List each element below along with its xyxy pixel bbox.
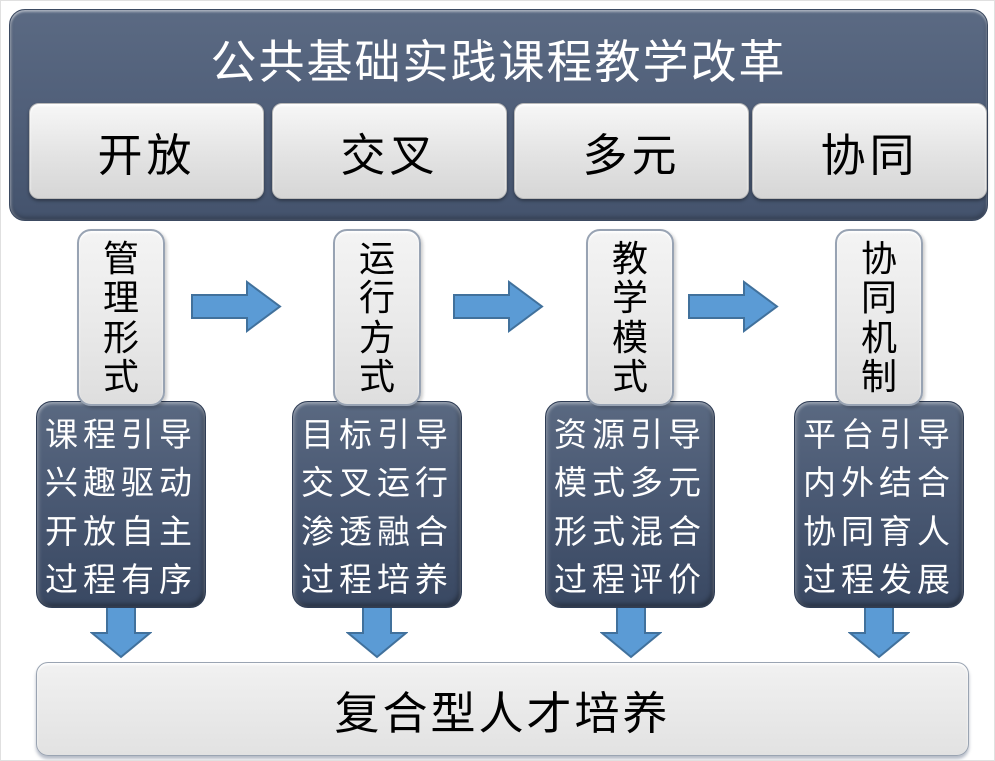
mode-box-collaboration-mechanism: 协同机制 bbox=[835, 229, 923, 406]
detail-text: 目标引导 交叉运行 渗透融合 过程培养 bbox=[301, 414, 453, 600]
detail-box-operation-mode: 目标引导 交叉运行 渗透融合 过程培养 bbox=[292, 401, 462, 608]
pillar-label: 开放 bbox=[97, 129, 196, 181]
down-arrow-icon bbox=[90, 605, 152, 659]
mode-box-teaching-model: 教学模式 bbox=[586, 229, 674, 406]
pillar-label: 协同 bbox=[820, 129, 919, 181]
detail-box-management-form: 课程引导 兴趣驱动 开放自主 过程有序 bbox=[36, 401, 206, 608]
detail-box-teaching-model: 资源引导 模式多元 形式混合 过程评价 bbox=[545, 401, 715, 608]
pillar-box-jiaocha: 交叉 bbox=[272, 103, 507, 199]
down-arrow-icon bbox=[848, 605, 910, 659]
outcome-box: 复合型人才培养 bbox=[36, 662, 969, 756]
detail-box-collaboration-mechanism: 平台引导 内外结合 协同育人 过程发展 bbox=[794, 401, 964, 608]
down-arrow-icon bbox=[600, 605, 662, 659]
pillar-box-duoyuan: 多元 bbox=[514, 103, 749, 199]
detail-text: 课程引导 兴趣驱动 开放自主 过程有序 bbox=[45, 414, 197, 600]
right-arrow-icon bbox=[191, 280, 282, 333]
mode-label: 协同机制 bbox=[861, 238, 898, 397]
mode-box-operation-mode: 运行方式 bbox=[333, 229, 421, 406]
mode-label: 管理形式 bbox=[103, 238, 140, 397]
mode-label: 教学模式 bbox=[612, 238, 649, 397]
mode-box-management-form: 管理形式 bbox=[77, 229, 165, 406]
detail-text: 平台引导 内外结合 协同育人 过程发展 bbox=[803, 414, 955, 600]
right-arrow-icon bbox=[688, 280, 779, 333]
right-arrow-icon bbox=[453, 280, 544, 333]
pillar-label: 交叉 bbox=[340, 129, 439, 181]
mode-label: 运行方式 bbox=[359, 238, 396, 397]
pillar-box-xietong: 协同 bbox=[752, 103, 987, 199]
outcome-label: 复合型人才培养 bbox=[334, 687, 671, 739]
down-arrow-icon bbox=[346, 605, 408, 659]
detail-text: 资源引导 模式多元 形式混合 过程评价 bbox=[554, 414, 706, 600]
diagram-title: 公共基础实践课程教学改革 bbox=[210, 36, 787, 88]
pillar-label: 多元 bbox=[582, 129, 681, 181]
pillar-box-kaifang: 开放 bbox=[29, 103, 264, 199]
header-panel: 公共基础实践课程教学改革 开放 交叉 多元 协同 bbox=[9, 9, 988, 221]
